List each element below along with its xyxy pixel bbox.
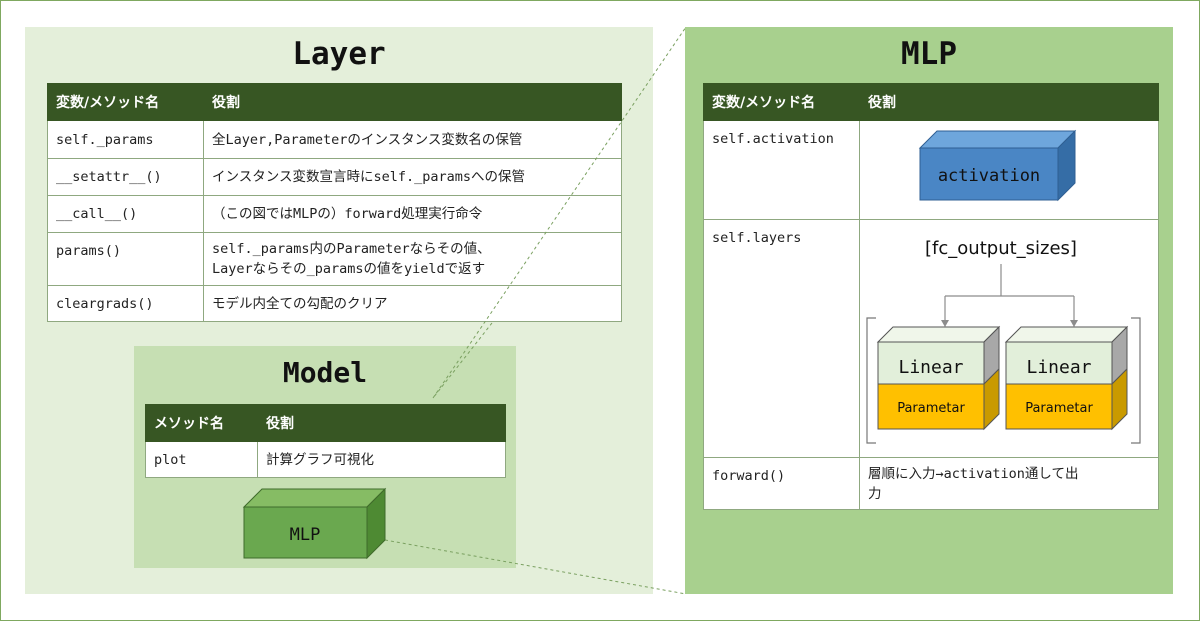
table-header-row: 変数/メソッド名 役割 bbox=[703, 83, 1159, 121]
fc-output-sizes-label: [fc_output_sizes] bbox=[925, 238, 1077, 259]
mlp-title: MLP bbox=[901, 36, 957, 72]
layer-table: 変数/メソッド名 役割 self._params 全Layer,Paramete… bbox=[47, 83, 622, 322]
connector-layer-model bbox=[432, 322, 493, 399]
left-bracket-icon bbox=[866, 317, 876, 444]
table-row: __setattr__() インスタンス変数宣言時にself._paramsへの… bbox=[47, 158, 622, 196]
mlp-cube-label: MLP bbox=[290, 525, 321, 545]
connector-mlp-top bbox=[432, 26, 687, 399]
role-text: 計算グラフ可視化 bbox=[257, 441, 506, 478]
role-line: Layerならその_paramsの値をyieldで返す bbox=[212, 261, 486, 277]
activation-label: activation bbox=[938, 166, 1040, 186]
variable-name: self.activation bbox=[703, 120, 860, 220]
variable-name: __setattr__() bbox=[47, 158, 204, 196]
table-row: plot 計算グラフ可視化 bbox=[145, 441, 506, 478]
role-text: インスタンス変数宣言時にself._paramsへの保管 bbox=[203, 158, 622, 196]
table-row: params() self._params内のParameterならその値、 L… bbox=[47, 232, 622, 286]
column-header: 役割 bbox=[859, 83, 1159, 121]
method-name: plot bbox=[145, 441, 258, 478]
layer-title: Layer bbox=[292, 36, 386, 72]
column-header: 役割 bbox=[257, 404, 506, 442]
role-text: （この図ではMLPの）forward処理実行命令 bbox=[203, 195, 622, 233]
linear-block-2: Linear Parametar bbox=[1004, 325, 1129, 431]
role-text: モデル内全ての勾配のクリア bbox=[203, 285, 622, 322]
arrow-head-icon bbox=[1070, 320, 1078, 327]
parametar-label: Parametar bbox=[897, 401, 965, 416]
linear-label: Linear bbox=[898, 357, 963, 378]
linear-block-1: Linear Parametar bbox=[876, 325, 1001, 431]
variable-name: self.layers bbox=[703, 219, 860, 458]
column-header: 変数/メソッド名 bbox=[47, 83, 204, 121]
activation-cube-icon: activation bbox=[918, 129, 1077, 202]
parametar-label: Parametar bbox=[1025, 401, 1093, 416]
right-bracket-icon bbox=[1131, 317, 1141, 444]
connector-mlp-bottom bbox=[384, 539, 687, 595]
column-header: 変数/メソッド名 bbox=[703, 83, 860, 121]
table-row: cleargrads() モデル内全ての勾配のクリア bbox=[47, 285, 622, 322]
mlp-cube-icon: MLP bbox=[242, 487, 387, 560]
table-header-row: メソッド名 役割 bbox=[145, 404, 506, 442]
table-header-row: 変数/メソッド名 役割 bbox=[47, 83, 622, 121]
variable-name: params() bbox=[47, 232, 204, 286]
column-header: メソッド名 bbox=[145, 404, 258, 442]
table-row: __call__() （この図ではMLPの）forward処理実行命令 bbox=[47, 195, 622, 233]
table-row: self._params 全Layer,Parameterのインスタンス変数名の… bbox=[47, 120, 622, 159]
connector-spacer bbox=[492, 323, 515, 346]
linear-label: Linear bbox=[1026, 357, 1091, 378]
arrow-head-icon bbox=[941, 320, 949, 327]
variable-name: __call__() bbox=[47, 195, 204, 233]
model-title: Model bbox=[282, 356, 368, 389]
role-text: 層順に入力→activation通して出 力 bbox=[859, 457, 1159, 510]
table-row: forward() 層順に入力→activation通して出 力 bbox=[703, 457, 1159, 510]
role-text: 全Layer,Parameterのインスタンス変数名の保管 bbox=[203, 120, 622, 159]
split-arrow-icon bbox=[944, 264, 1075, 322]
role-line: self._params内のParameterならその値、 bbox=[212, 241, 491, 257]
model-table: メソッド名 役割 plot 計算グラフ可視化 bbox=[145, 404, 506, 478]
variable-name: forward() bbox=[703, 457, 860, 510]
variable-name: cleargrads() bbox=[47, 285, 204, 322]
role-line: 力 bbox=[868, 485, 882, 502]
role-line: 層順に入力→activation通して出 bbox=[868, 465, 1079, 482]
role-text: self._params内のParameterならその値、 Layerならその_… bbox=[203, 232, 622, 286]
column-header: 役割 bbox=[203, 83, 622, 121]
